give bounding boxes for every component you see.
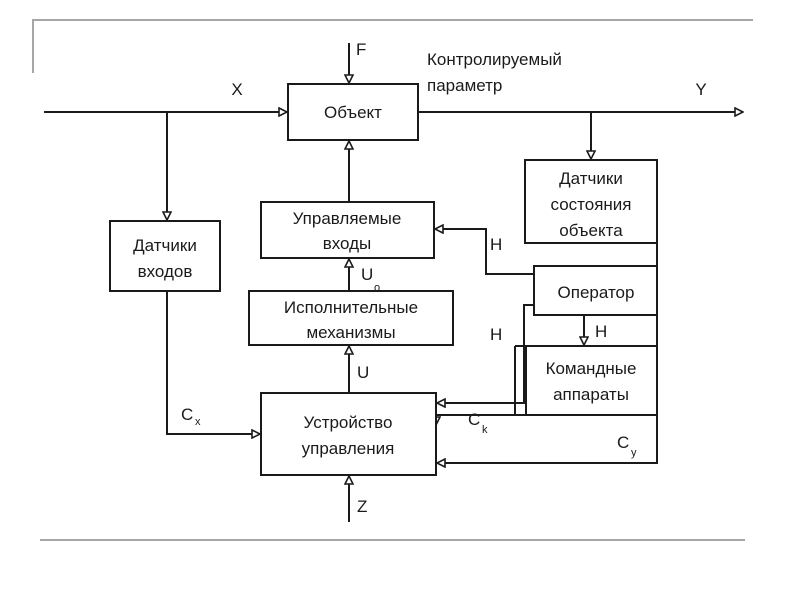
wire-input-sensors-to-control xyxy=(166,291,260,434)
signal-x-label: X xyxy=(231,80,242,99)
block-command-devices: Командные аппараты xyxy=(525,345,658,416)
signal-h-control-label: H xyxy=(490,325,502,344)
signal-u-label: U xyxy=(357,363,369,382)
block-operator-label: Оператор xyxy=(558,283,635,302)
block-command-devices-line1: Командные xyxy=(546,359,637,378)
block-control-device-line1: Устройство xyxy=(304,413,393,432)
block-actuators-line2: механизмы xyxy=(306,323,395,342)
signal-cy-main: C xyxy=(617,433,629,452)
block-state-sensors-line3: объекта xyxy=(559,221,623,240)
block-controlled-inputs-line2: входы xyxy=(323,234,372,253)
signal-ck-label: C k xyxy=(468,410,488,436)
block-object: Объект xyxy=(287,83,419,141)
signal-cx-main: C xyxy=(181,405,193,424)
controlled-param-line2: параметр xyxy=(427,76,502,95)
frame-top-line xyxy=(32,19,753,73)
block-input-sensors: Датчики входов xyxy=(109,220,221,292)
block-controlled-inputs-line1: Управляемые xyxy=(293,209,402,228)
signal-f-label: F xyxy=(356,40,366,59)
signal-u0-main: U xyxy=(361,265,373,284)
block-control-device-line2: управления xyxy=(302,439,395,458)
signal-cx-label: C x xyxy=(181,405,201,428)
signal-u0-sub: o xyxy=(374,282,380,294)
signal-h-inputs-label: H xyxy=(490,235,502,254)
block-input-sensors-line1: Датчики xyxy=(133,236,197,255)
signal-cy-label: C y xyxy=(617,433,637,459)
wire-operator-to-control xyxy=(437,304,534,403)
signal-cy-sub: y xyxy=(631,447,637,459)
block-control-device: Устройство управления xyxy=(260,392,437,476)
signal-ck-sub: k xyxy=(482,424,488,436)
block-input-sensors-line2: входов xyxy=(138,262,193,281)
signal-cx-sub: x xyxy=(195,416,201,428)
block-actuators-line1: Исполнительные xyxy=(284,298,418,317)
signal-z-label: Z xyxy=(357,497,367,516)
block-object-label: Объект xyxy=(324,103,382,122)
block-controlled-inputs: Управляемые входы xyxy=(260,201,435,259)
block-command-devices-line2: аппараты xyxy=(553,385,629,404)
wire-operator-to-controlled-inputs xyxy=(435,229,534,275)
signal-y-label: Y xyxy=(695,80,706,99)
block-state-sensors-line2: состояния xyxy=(551,195,632,214)
block-state-sensors-line1: Датчики xyxy=(559,169,623,188)
controlled-param-line1: Контролируемый xyxy=(427,50,562,69)
signal-ck-main: C xyxy=(468,410,480,429)
block-operator: Оператор xyxy=(533,265,658,316)
signal-h-commands-label: H xyxy=(595,322,607,341)
signal-u0-label: U o xyxy=(361,265,380,294)
block-actuators: Исполнительные механизмы xyxy=(248,290,454,346)
block-state-sensors: Датчики состояния объекта xyxy=(524,159,658,244)
